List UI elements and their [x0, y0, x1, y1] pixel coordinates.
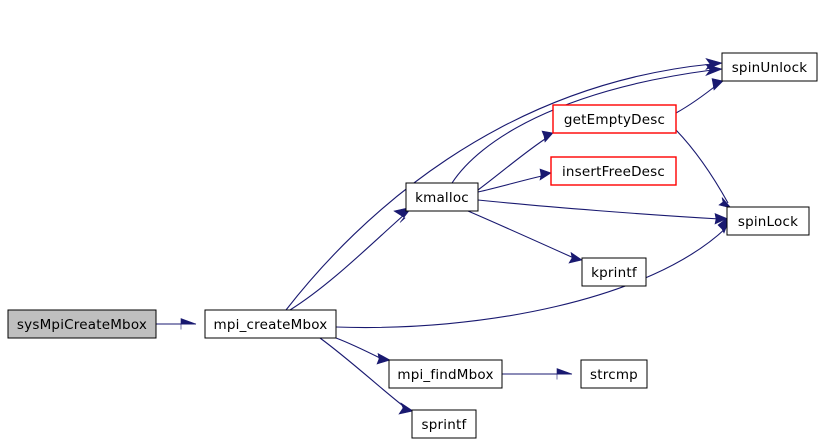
node-mpi_createMbox[interactable]: mpi_createMbox [204, 309, 337, 339]
edge-line [477, 199, 721, 220]
edge-line [477, 174, 547, 193]
edge-mpi_findMbox-to-strcmp [502, 368, 573, 380]
edge-line [451, 69, 713, 184]
edge-line [477, 136, 549, 191]
node-label: kmalloc [415, 190, 469, 206]
edge-getEmptyDesc-to-spinLock [675, 129, 732, 209]
edge-kmalloc-to-kprintf [467, 210, 583, 264]
node-label: spinLock [738, 214, 798, 230]
arrowhead-icon [376, 352, 391, 365]
edge-mpi_createMbox-to-spinLock [335, 214, 732, 329]
node-box[interactable] [550, 156, 677, 186]
edge-getEmptyDesc-to-spinUnlock [675, 78, 724, 114]
arrowhead-icon [705, 63, 723, 77]
node-spinLock[interactable]: spinLock [726, 206, 810, 236]
node-box[interactable] [580, 359, 648, 389]
node-strcmp[interactable]: strcmp [580, 359, 648, 389]
arrowhead-icon [556, 368, 573, 380]
node-label: insertFreeDesc [562, 164, 665, 180]
node-box[interactable] [726, 206, 810, 236]
arrowhead-icon [718, 197, 732, 209]
node-label: mpi_createMbox [214, 317, 328, 333]
arrowhead-icon [398, 402, 414, 415]
edge-kmalloc-to-spinUnlock [451, 63, 723, 184]
edge-kmalloc-to-spinLock [477, 199, 728, 225]
node-spinUnlock[interactable]: spinUnlock [721, 52, 818, 82]
node-label: kprintf [591, 265, 638, 281]
node-mpi_findMbox[interactable]: mpi_findMbox [388, 359, 503, 389]
node-label: sprintf [422, 417, 468, 433]
edge-line [675, 83, 719, 114]
node-sprintf[interactable]: sprintf [411, 409, 477, 439]
edge-line [319, 337, 408, 410]
node-label: spinUnlock [732, 60, 808, 76]
edge-kmalloc-to-insertFreeDesc [477, 168, 552, 193]
node-box[interactable] [388, 359, 503, 389]
node-insertFreeDesc[interactable]: insertFreeDesc [550, 156, 677, 186]
node-label: sysMpiCreateMbox [17, 317, 147, 333]
arrowhead-icon [714, 213, 728, 225]
node-getEmptyDesc[interactable]: getEmptyDesc [552, 104, 677, 134]
arrowhead-icon [568, 251, 583, 264]
arrowhead-icon [539, 168, 552, 181]
arrowhead-icon [711, 78, 724, 91]
edge-sysMpiCreateMbox-to-mpi_createMbox [156, 318, 197, 330]
edge-mpi_createMbox-to-sprintf [319, 337, 414, 415]
edge-mpi_createMbox-to-kmalloc [289, 206, 413, 311]
node-label: getEmptyDesc [564, 112, 665, 128]
node-sysMpiCreateMbox[interactable]: sysMpiCreateMbox [7, 309, 157, 339]
node-kprintf[interactable]: kprintf [581, 257, 647, 287]
node-box[interactable] [204, 309, 337, 339]
edge-line [335, 227, 727, 329]
nodes-layer: sysMpiCreateMbox mpi_createMbox kmalloc get… [7, 52, 818, 439]
edge-kmalloc-to-getEmptyDesc [477, 130, 554, 191]
node-box[interactable] [721, 52, 818, 82]
node-label: strcmp [590, 367, 638, 383]
edge-line [675, 129, 729, 204]
node-kmalloc[interactable]: kmalloc [405, 182, 479, 212]
edge-line [467, 210, 577, 260]
arrowhead-icon [541, 130, 554, 143]
node-box[interactable] [552, 104, 677, 134]
arrowhead-icon [180, 318, 197, 330]
node-box[interactable] [405, 182, 479, 212]
node-box[interactable] [581, 257, 647, 287]
node-box[interactable] [411, 409, 477, 439]
edge-line [289, 213, 406, 311]
edge-mpi_createMbox-to-mpi_findMbox [335, 337, 391, 365]
edge-line [285, 63, 713, 311]
node-box[interactable] [7, 309, 157, 339]
node-label: mpi_findMbox [397, 367, 493, 383]
